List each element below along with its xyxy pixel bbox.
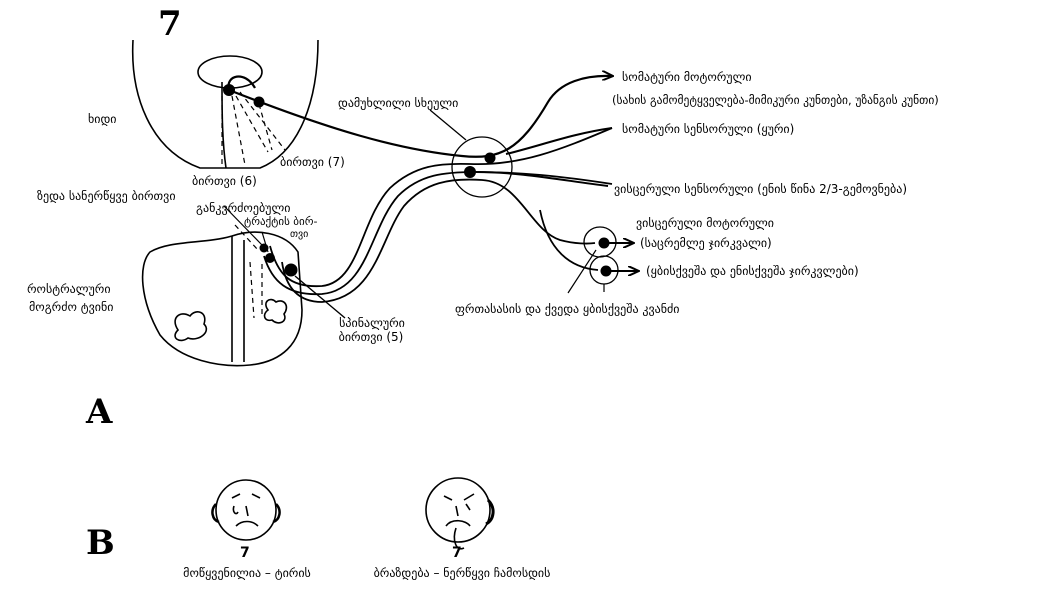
left-face-caption: მოწყვენილია – ტირის [183, 566, 311, 580]
label-pons: ხიდი [88, 112, 117, 126]
salivatory-pointer [223, 205, 263, 246]
angry-face [425, 477, 495, 550]
geniculate-ganglion [451, 136, 513, 198]
label-spinal-nucleus-2: ბირთვი (5) [338, 330, 404, 344]
motor-root-fiber [228, 76, 612, 158]
solitary-pointer [261, 231, 269, 253]
right-face-number: 7 [452, 545, 462, 561]
label-rostral-medulla-2: მოგრძო ტვინი [29, 300, 114, 314]
pterygopalatine-dot [598, 237, 610, 249]
spinal-nucleus-pointer [294, 275, 346, 319]
label-geniculate-ganglion: დამუხლილი სხეული [338, 96, 459, 110]
medulla-dashed-lines [234, 224, 263, 319]
submandibular-dot [600, 265, 612, 277]
nucleus-projection-lines [221, 91, 286, 168]
sad-face [211, 479, 281, 541]
label-spinal-nucleus-1: სპინალური [339, 316, 405, 330]
label-somatic-sensory: სომატური სენსორული (ყური) [622, 122, 795, 136]
label-superior-salivatory-nucleus: ზედა სანერწყვე ბირთვი [37, 189, 176, 203]
submandibular-fiber [539, 209, 599, 271]
label-visceral-sensory: ვისცერული სენსორული (ენის წინა 2/3-გემოვ… [614, 182, 908, 196]
ganglia-pointer-1 [567, 249, 597, 294]
label-nucleus-6: ბირთვი (6) [192, 174, 257, 188]
label-rostral-medulla-1: როსტრალური [27, 282, 111, 296]
label-somatic-motor: სომატური მოტორული [622, 70, 752, 84]
label-visceral-motor: ვისცერული მოტორული [636, 216, 774, 230]
nervus-intermedius-fibers [263, 127, 613, 303]
visceral-sensory-fiber [475, 171, 609, 187]
panel-b-label: B [86, 523, 115, 563]
geniculate-dot-2 [464, 166, 476, 178]
spinal-nucleus-dot [284, 263, 298, 277]
medulla-outline [141, 231, 303, 367]
label-solitary-tract-1: განკვრძოებული [196, 201, 291, 215]
pons-outline [131, 39, 319, 169]
label-lacrimal-gland: (საცრემლე ჯირკვალი) [640, 236, 772, 250]
label-nucleus-7: ბირთვი (7) [280, 155, 345, 169]
label-pterygopalatine-submandibular: ფრთასასის და ქვედა ყბისქვეშა კვანძი [455, 302, 680, 316]
figure-number: 7 [158, 4, 182, 44]
right-face-caption: ბრაზდება – ნერწყვი ჩამოსდის [373, 566, 551, 580]
label-somatic-motor-detail: (სახის გამომეტყველება-მიმიკური კუნთები, … [612, 93, 939, 107]
left-face-number: 7 [240, 545, 250, 561]
genu-loop [227, 75, 256, 91]
geniculate-dot-1 [484, 152, 496, 164]
label-salivary-glands: (ყბისქვეშა და ენისქვეშა ჯირკვლები) [646, 264, 859, 278]
geniculate-pointer [429, 109, 467, 141]
label-solitary-tract-3: თვი [290, 229, 309, 240]
label-solitary-tract-2: ტრაქტის ბირ- [244, 215, 318, 228]
panel-a-label: A [86, 392, 113, 432]
somatic-sensory-fiber [505, 127, 613, 155]
